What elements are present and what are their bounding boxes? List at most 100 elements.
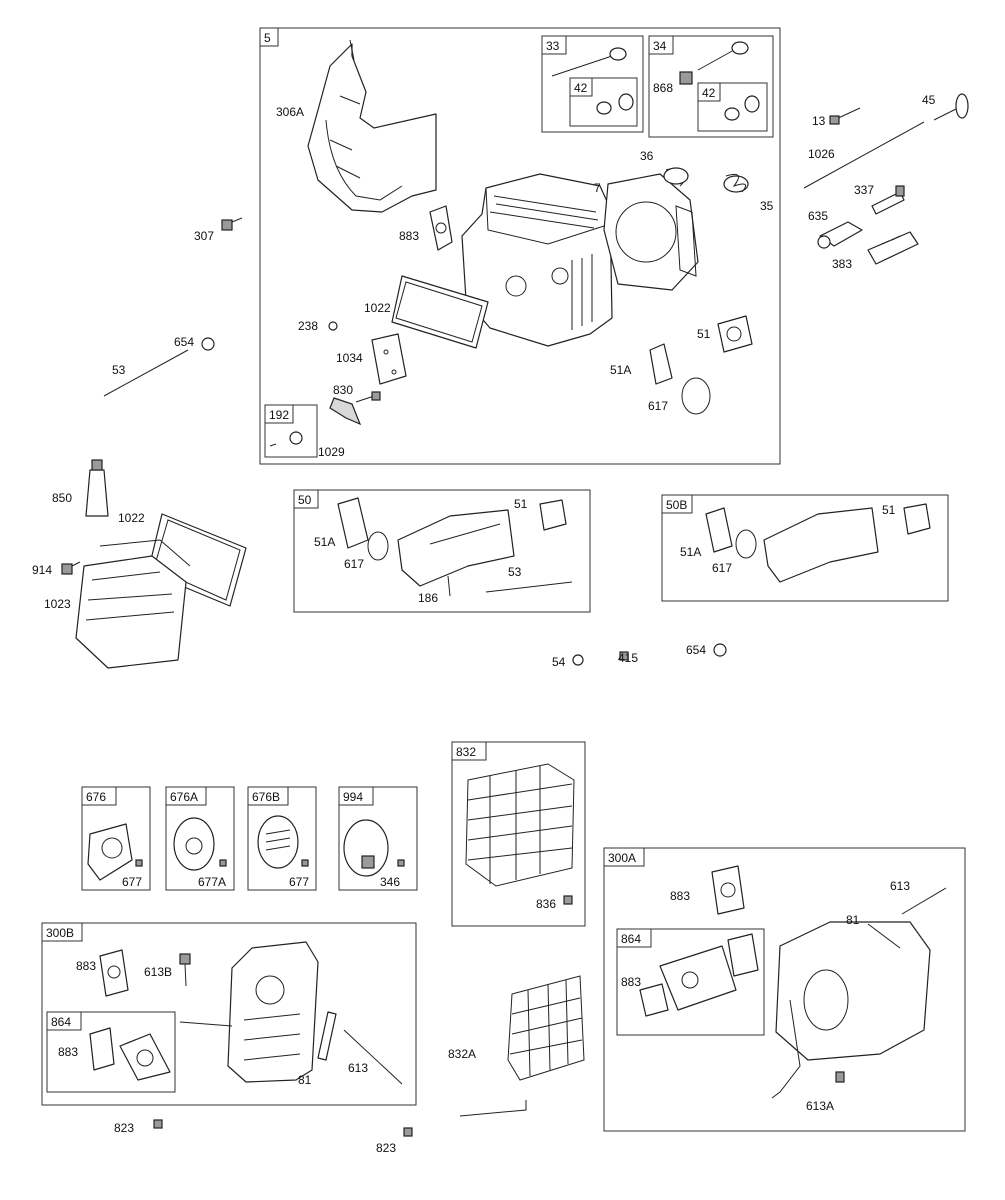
flange-864a-icon <box>639 933 759 1017</box>
screw-830-icon <box>355 391 381 403</box>
box-50: 50 <box>293 489 591 613</box>
label-51a-50: 51A <box>314 535 335 549</box>
bolt-613b2-icon <box>343 1029 403 1085</box>
bolt-54-icon <box>572 654 584 666</box>
label-832a: 832A <box>448 1047 476 1061</box>
label-383: 383 <box>832 257 852 271</box>
gasket-883d-icon <box>99 949 129 997</box>
svg-text:42: 42 <box>574 81 588 95</box>
bolt-914-icon <box>61 561 81 575</box>
label-883-300a: 883 <box>670 889 690 903</box>
svg-text:676A: 676A <box>170 790 198 804</box>
muffler-300b-icon <box>179 941 319 1083</box>
label-850: 850 <box>52 491 72 505</box>
sleeve-635-icon <box>817 221 863 249</box>
stud-53-icon <box>103 349 189 397</box>
keepers-42b-icon <box>724 95 760 121</box>
spring-36-icon <box>663 167 689 187</box>
label-307: 307 <box>194 229 214 243</box>
box-994: 994 <box>338 786 418 891</box>
label-306a: 306A <box>276 105 304 119</box>
label-1029: 1029 <box>318 445 345 459</box>
muffler-guard-icon <box>465 763 575 905</box>
label-238: 238 <box>298 319 318 333</box>
gasket-883-icon <box>429 205 453 251</box>
flange-864b-icon <box>89 1027 171 1081</box>
box-5: 5 <box>259 27 781 465</box>
label-617: 617 <box>648 399 668 413</box>
label-7: 7 <box>594 181 601 195</box>
label-1022: 1022 <box>364 301 391 315</box>
label-677a: 677A <box>198 875 226 889</box>
svg-text:42: 42 <box>702 86 716 100</box>
label-36: 36 <box>640 149 654 163</box>
deflector-81b-icon <box>317 1011 337 1061</box>
deflector-1029-icon <box>329 397 362 426</box>
label-81b: 81 <box>298 1073 312 1087</box>
svg-text:300B: 300B <box>46 926 74 940</box>
keepers-42a-icon <box>596 93 634 115</box>
svg-text:50B: 50B <box>666 498 687 512</box>
gasket-883b-icon <box>711 865 745 915</box>
rocker-gasket-icon <box>391 275 489 349</box>
cover-994-icon <box>343 819 405 877</box>
label-346: 346 <box>380 875 400 889</box>
valve-cover-gasket-icon <box>147 513 247 607</box>
sealant-tube-icon <box>85 459 109 517</box>
label-51a-50b: 51A <box>680 545 701 559</box>
heat-shield-icon <box>307 39 437 213</box>
bolt-13-icon <box>829 107 861 125</box>
cover-676-icon <box>87 823 143 881</box>
label-613a: 613A <box>806 1099 834 1113</box>
label-186: 186 <box>418 591 438 605</box>
label-1022b: 1022 <box>118 511 145 525</box>
label-51-50: 51 <box>514 497 528 511</box>
label-613: 613 <box>890 879 910 893</box>
label-45: 45 <box>922 93 936 107</box>
label-914: 914 <box>32 563 52 577</box>
svg-text:5: 5 <box>264 31 271 45</box>
muffler-300a-icon <box>771 887 947 1099</box>
label-53: 53 <box>112 363 126 377</box>
label-35: 35 <box>760 199 774 213</box>
svg-text:300A: 300A <box>608 851 636 865</box>
label-51-50b: 51 <box>882 503 896 517</box>
screw-823a-icon <box>153 1119 163 1129</box>
svg-text:676B: 676B <box>252 790 280 804</box>
label-883-864b: 883 <box>58 1045 78 1059</box>
breather-plate-icon <box>371 333 407 385</box>
label-823: 823 <box>114 1121 134 1135</box>
valve-45-icon <box>933 93 969 121</box>
label-883: 883 <box>399 229 419 243</box>
label-51: 51 <box>697 327 711 341</box>
valve-cover-icon <box>75 539 191 669</box>
valve-34-icon <box>679 41 749 85</box>
svg-text:864: 864 <box>621 932 641 946</box>
box-192: 192 <box>264 404 318 458</box>
cylinder-head-icon <box>461 173 613 347</box>
valve-33-icon <box>551 47 627 77</box>
label-883-300b: 883 <box>76 959 96 973</box>
box-34: 34 42 <box>648 35 774 138</box>
pushrod-1026-icon <box>803 121 925 189</box>
svg-text:832: 832 <box>456 745 476 759</box>
label-51a: 51A <box>610 363 631 377</box>
label-654b: 654 <box>686 643 706 657</box>
bolt-307-icon <box>221 217 243 231</box>
label-617-50b: 617 <box>712 561 732 575</box>
nut-654b-icon <box>713 643 727 657</box>
label-830: 830 <box>333 383 353 397</box>
spring-35-icon <box>723 173 749 193</box>
screw-192-icon <box>269 431 303 447</box>
head-gasket-icon <box>603 173 699 291</box>
label-617-50: 617 <box>344 557 364 571</box>
box-676: 676 <box>81 786 151 891</box>
label-868: 868 <box>653 81 673 95</box>
svg-text:192: 192 <box>269 408 289 422</box>
intake-50b-icon <box>705 503 931 583</box>
box-50b: 50B <box>661 494 949 602</box>
label-654: 654 <box>174 335 194 349</box>
label-1026: 1026 <box>808 147 835 161</box>
label-54: 54 <box>552 655 566 669</box>
